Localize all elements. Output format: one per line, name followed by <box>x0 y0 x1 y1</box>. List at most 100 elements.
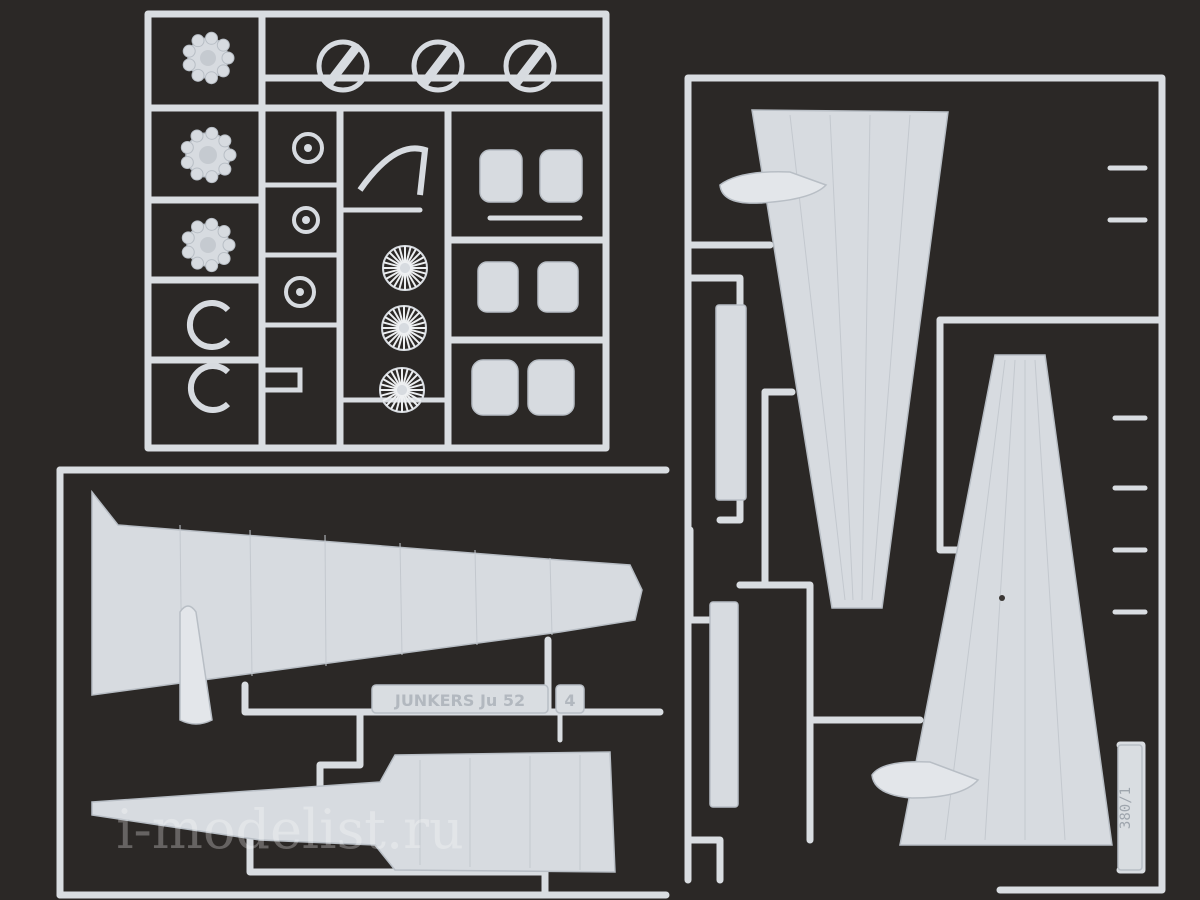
fan-blade <box>406 390 424 397</box>
engine-cylinder <box>204 71 218 85</box>
engine-cylinder <box>180 156 194 170</box>
wing-fuselage-sprue: JUNKERS Ju 52 4 <box>56 466 670 899</box>
cowling-part <box>477 261 579 313</box>
upper-wing-panel-part <box>719 109 949 609</box>
fan-blade <box>390 393 401 410</box>
fan-blade <box>382 321 400 328</box>
engine-cylinder <box>191 34 205 48</box>
fan-blade <box>390 370 401 387</box>
fan-blade <box>405 378 422 389</box>
engine-cylinder <box>190 167 204 181</box>
fan-blade <box>382 378 399 389</box>
fan-blade <box>405 272 412 290</box>
engine-cylinder <box>204 31 218 45</box>
fan-blade <box>397 332 404 350</box>
fan-blade <box>384 329 401 340</box>
fan-blade <box>402 368 409 386</box>
fan-blade <box>393 271 404 288</box>
fan-blade <box>383 261 401 268</box>
fan-blade <box>383 268 401 275</box>
engine-nacelle-part <box>179 605 213 725</box>
fan-blade <box>407 251 422 266</box>
engine-cylinder <box>217 225 231 239</box>
engine-cylinder <box>216 64 230 78</box>
lower-wing-panel-part <box>91 489 643 725</box>
engine-cylinder <box>218 162 232 176</box>
fan-blade <box>388 270 403 285</box>
fan-blade <box>406 311 421 326</box>
mold-code-tab: 380/1 <box>1117 744 1143 871</box>
engine-cylinder <box>191 220 204 234</box>
fan-blade <box>405 246 412 264</box>
engine-cylinder <box>182 44 196 58</box>
sprue-number-label: 4 <box>564 691 575 710</box>
fan-blade <box>402 394 409 412</box>
mold-code-label: 380/1 <box>1118 787 1134 829</box>
engine-cylinder <box>222 238 236 252</box>
engine-cylinder <box>221 51 235 65</box>
engine-cylinder <box>205 170 219 184</box>
fan-blade <box>406 248 417 265</box>
fan-blade <box>406 271 417 288</box>
fan-blade <box>403 393 414 410</box>
fan-blade <box>385 392 400 407</box>
engine-cylinder <box>205 126 219 140</box>
fan-blade <box>387 311 402 326</box>
lower-right-wing-panel-part <box>871 354 1113 846</box>
fan-blade <box>409 268 427 275</box>
fan-blade <box>382 391 399 402</box>
radial-engine-part <box>182 31 235 85</box>
wheel-part <box>292 206 320 234</box>
fan-blade <box>408 256 425 267</box>
fan-blade <box>407 316 424 327</box>
watermark-text: i-modelist.ru <box>116 798 463 861</box>
propeller-hub-part <box>503 39 557 93</box>
fan-blade <box>409 261 427 268</box>
cooling-fan-part <box>381 305 427 351</box>
engine-cylinder <box>181 245 195 259</box>
engine-cylinder <box>223 148 237 162</box>
fan-blade <box>405 391 422 402</box>
fan-blade <box>384 316 401 327</box>
cowling-part <box>471 359 575 416</box>
fan-blade <box>408 321 426 328</box>
fan-blade <box>392 331 403 348</box>
propeller-hub-part <box>316 39 370 93</box>
exhaust-ring-part <box>187 363 231 413</box>
cowling-part <box>479 149 583 203</box>
small-bracket-part <box>262 367 303 393</box>
fan-blade <box>392 308 403 325</box>
kit-name-plate: JUNKERS Ju 52 <box>371 684 549 714</box>
fan-blade <box>404 332 411 350</box>
wheel-part <box>284 276 316 308</box>
fan-blade <box>395 394 402 412</box>
fan-blade <box>397 306 404 324</box>
sprue-number-plate: 4 <box>555 684 585 714</box>
engine-nacelle-part <box>871 761 980 799</box>
fan-blade <box>393 248 404 265</box>
fan-blade <box>398 272 405 290</box>
engine-cylinder <box>217 251 231 265</box>
cooling-fan-part <box>379 367 425 413</box>
radial-engine-part <box>180 126 237 184</box>
fan-blade <box>388 251 403 266</box>
fan-blade <box>382 328 400 335</box>
engine-cylinder <box>205 259 219 273</box>
wing-panels-sprue: 380/1 <box>684 74 1166 894</box>
engine-cylinder <box>182 58 196 72</box>
engine-nacelle-part <box>719 171 828 204</box>
fan-blade <box>405 308 416 325</box>
fan-blade <box>406 330 421 345</box>
fan-blade <box>395 368 402 386</box>
engine-cylinder <box>205 217 219 231</box>
engine-cylinder <box>181 231 195 245</box>
fan-blade <box>380 390 398 397</box>
fan-blade <box>380 383 398 390</box>
engine-cylinder <box>191 256 204 270</box>
fan-blade <box>408 269 425 280</box>
fan-blade <box>404 306 411 324</box>
fan-blade <box>385 373 400 388</box>
engine-cylinder <box>191 68 205 82</box>
strut-part <box>715 304 747 501</box>
